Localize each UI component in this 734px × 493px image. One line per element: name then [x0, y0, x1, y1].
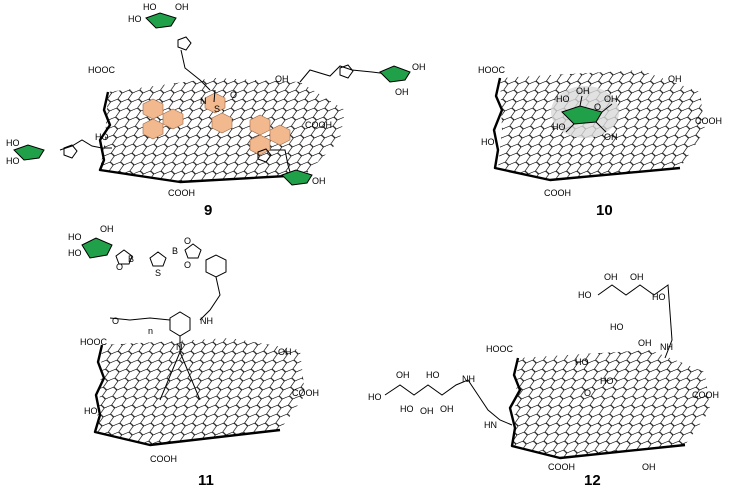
sugar-ring-9a: [145, 12, 177, 29]
label-11-o4: O: [112, 316, 119, 326]
label-11-cooh-tl: HOOC: [80, 337, 108, 347]
label-12-cooh-tl: HOOC: [486, 344, 514, 354]
label-11-sugar-oh2: OH: [100, 224, 114, 234]
graphene-edge-11: [93, 344, 281, 447]
label-11-oh-top: OH: [278, 347, 292, 357]
graphene-edge-9: [98, 91, 306, 184]
label-12-o-inner: O: [584, 388, 591, 398]
label-9-sugar-oh3: OH: [175, 2, 189, 12]
label-11-b1: B: [128, 254, 134, 264]
label-10-oh-left: HO: [481, 137, 495, 147]
label-11-n-sub: n: [148, 326, 153, 336]
label-11-n: N: [176, 342, 183, 352]
graphene-sheet-11: [95, 338, 305, 445]
sugar-ring-11: [81, 237, 113, 259]
compound-number-9: 9: [204, 202, 212, 219]
label-9-n: N: [200, 96, 207, 106]
label-9-sugar-oh1: HO: [143, 2, 157, 12]
sugar-ring-9b: [379, 65, 411, 83]
label-12-cooh-right: COOH: [692, 390, 719, 400]
label-12-top-oh2: OH: [630, 272, 644, 282]
label-11-cooh-right: COOH: [292, 388, 319, 398]
label-10-cooh-tl: HOOC: [478, 65, 506, 75]
graphene-sheet-12: [512, 350, 710, 458]
label-12-left-oh1: OH: [396, 370, 410, 380]
label-9-sugar-oh7: HO: [6, 156, 20, 166]
label-12-top-oh5: OH: [638, 338, 652, 348]
label-11-o3: O: [184, 260, 191, 270]
label-12-left-ho2: HO: [426, 370, 440, 380]
label-12-oh-top: HO: [575, 357, 589, 367]
graphene-edge-12: [508, 357, 686, 460]
sugar-ring-9c: [13, 144, 45, 161]
graphene-edge-10: [492, 77, 681, 182]
label-11-o2: O: [184, 236, 191, 246]
label-9-oh-top: OH: [275, 74, 289, 84]
label-10-sugar-o: O: [594, 102, 601, 112]
label-12-cooh-bottom: COOH: [548, 462, 575, 472]
label-9-sugar-oh6: HO: [6, 138, 20, 148]
compound-12: HOOC HO COOH OH COOH HO O NH NH HN OH OH…: [368, 272, 719, 489]
label-12-hn: HN: [484, 420, 497, 430]
label-12-top-oh1: OH: [604, 272, 618, 282]
label-10-cooh-bottom: COOH: [544, 188, 571, 198]
label-9-s: S: [214, 104, 220, 114]
label-11-nh: NH: [200, 316, 213, 326]
label-9-cooh-bottom: COOH: [168, 188, 195, 198]
compound-9: HOOC OH COOH HO COOH N S O HO HO OH OH O…: [6, 2, 426, 219]
compound-11: HO OH HO B B S O O O O NH N n HOOC OH CO…: [68, 224, 319, 489]
label-9-cooh-right: COOH: [305, 120, 332, 130]
label-12-top-oh4: HO: [610, 322, 624, 332]
label-10-sugar-oh3: HO: [552, 122, 566, 132]
label-11-o1: O: [116, 262, 123, 272]
label-9-sugar-oh2: HO: [128, 14, 142, 24]
label-10-cooh-right: COOH: [695, 116, 722, 126]
label-11-cooh-bottom: COOH: [150, 454, 177, 464]
label-10-oh-top: OH: [668, 74, 682, 84]
label-9-cooh-tl: HOOC: [88, 65, 116, 75]
label-12-left-oh3: HO: [400, 404, 414, 414]
compound-number-12: 12: [584, 472, 601, 489]
label-11-sugar-oh3: HO: [68, 248, 82, 258]
label-12-ho-inner: HO: [600, 376, 614, 386]
label-10-sugar-oh1: OH: [576, 86, 590, 96]
label-9-oh-left: HO: [95, 132, 109, 142]
label-11-sugar-oh1: HO: [68, 232, 82, 242]
compound-number-10: 10: [596, 202, 613, 219]
label-12-left-oh2: OH: [420, 406, 434, 416]
label-12-nh-top: NH: [660, 342, 673, 352]
label-12-oh-bottom: OH: [642, 462, 656, 472]
label-12-left-ho: HO: [368, 392, 382, 402]
sugar-ring-9d: [281, 169, 313, 186]
label-12-top-oh3: HO: [578, 290, 592, 300]
label-12-top-ho: HO: [652, 292, 666, 302]
label-10-sugar-oh5: OH: [604, 132, 618, 142]
label-10-sugar-oh4: OH: [604, 94, 618, 104]
label-11-s: S: [155, 268, 161, 278]
label-11-b2: B: [172, 246, 178, 256]
label-12-left-oh4: OH: [440, 404, 454, 414]
label-9-sugar-oh8: OH: [312, 176, 326, 186]
label-12-nh-left: NH: [462, 374, 475, 384]
label-9-o: O: [230, 90, 237, 100]
sugar-ring-10: [561, 105, 603, 125]
label-9-sugar-oh5: OH: [395, 87, 409, 97]
compound-10: HOOC OH COOH HO COOH OH HO HO OH O OH 10: [478, 65, 722, 219]
label-11-oh-left: HO: [84, 406, 98, 416]
label-9-sugar-oh4: OH: [412, 62, 426, 72]
compound-number-11: 11: [198, 472, 214, 489]
label-10-sugar-oh2: HO: [556, 94, 570, 104]
